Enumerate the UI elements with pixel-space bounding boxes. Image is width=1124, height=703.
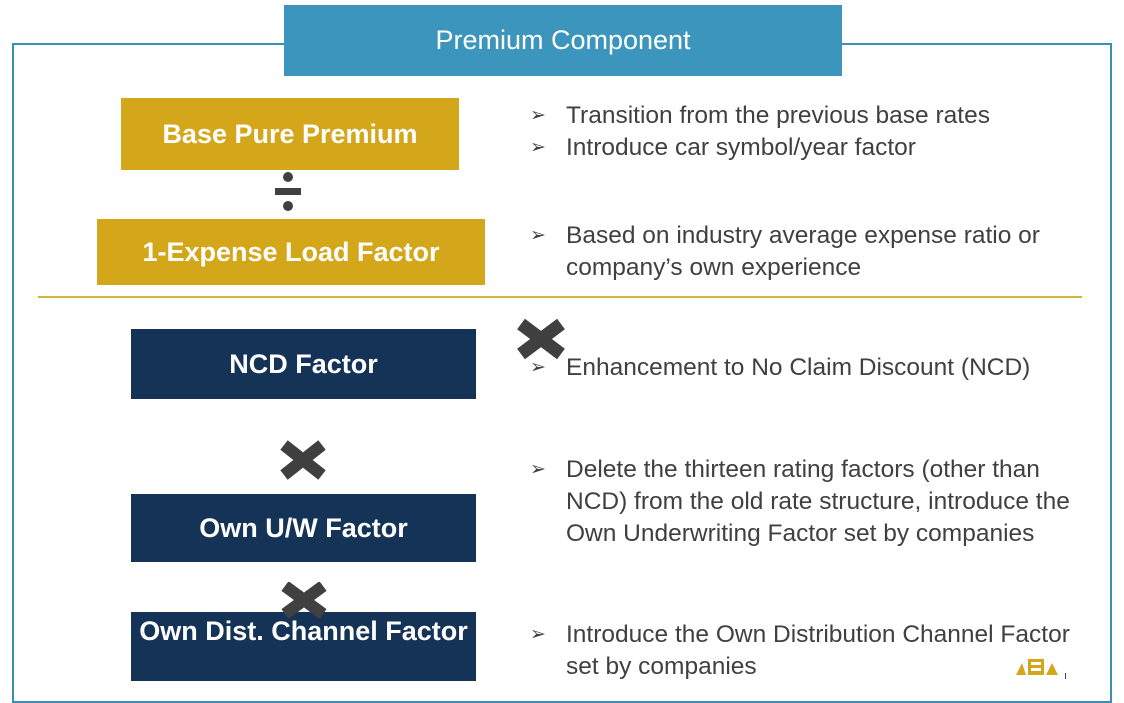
section-divider [38, 296, 1082, 298]
multiply-icon [517, 318, 565, 360]
own-uw-bullet-list: ➢ Delete the thirteen rating factors (oth… [514, 454, 1104, 550]
ncd-factor-box: NCD Factor [131, 329, 476, 399]
expense-load-factor-box: 1-Expense Load Factor [97, 219, 485, 285]
own-dist-channel-factor-box: Own Dist. Channel Factor [131, 612, 476, 681]
ncd-factor-label: NCD Factor [229, 349, 378, 379]
bullet-item: ➢ Introduce car symbol/year factor [514, 132, 1084, 164]
arrow-bullet-icon: ➢ [530, 225, 546, 246]
bullet-item: ➢ Based on industry average expense ratio… [514, 220, 1084, 284]
own-uw-factor-label: Own U/W Factor [199, 513, 408, 543]
arrow-bullet-icon: ➢ [530, 459, 546, 480]
bullet-item: ➢ Enhancement to No Claim Discount (NCD) [514, 352, 1114, 384]
arrow-bullet-icon: ➢ [530, 137, 546, 158]
bullet-text: Enhancement to No Claim Discount (NCD) [566, 354, 1031, 381]
arrow-bullet-icon: ➢ [530, 624, 546, 645]
bullet-text: Transition from the previous base rates [566, 102, 990, 129]
expense-bullet-list: ➢ Based on industry average expense ratio… [514, 220, 1084, 284]
arrow-bullet-icon: ➢ [530, 357, 546, 378]
arrow-bullet-icon: ➢ [530, 105, 546, 126]
bullet-text: Introduce the Own Distribution Channel F… [566, 621, 1070, 680]
multiply-icon [280, 440, 326, 480]
base-pure-premium-box: Base Pure Premium [121, 98, 459, 170]
own-dist-channel-factor-label: Own Dist. Channel Factor [139, 616, 468, 646]
bullet-text: Introduce car symbol/year factor [566, 134, 916, 161]
own-uw-factor-box: Own U/W Factor [131, 494, 476, 562]
bullet-text: Based on industry average expense ratio … [566, 222, 1040, 281]
own-dist-bullet-list: ➢ Introduce the Own Distribution Channel … [514, 619, 1074, 683]
base-bullet-list: ➢ Transition from the previous base rates… [514, 100, 1084, 164]
bullet-item: ➢ Introduce the Own Distribution Channel … [514, 619, 1074, 683]
header-banner: Premium Component [284, 5, 842, 76]
bullet-item: ➢ Delete the thirteen rating factors (oth… [514, 454, 1104, 550]
bullet-text: Delete the thirteen rating factors (othe… [566, 456, 1070, 547]
multiply-icon [281, 582, 327, 618]
bullet-item: ➢ Transition from the previous base rates [514, 100, 1084, 132]
base-pure-premium-label: Base Pure Premium [162, 119, 418, 149]
divide-icon [275, 172, 301, 211]
logo-icon [1016, 659, 1066, 679]
expense-load-factor-label: 1-Expense Load Factor [142, 237, 440, 267]
header-title: Premium Component [435, 25, 691, 55]
ncd-bullet-list: ➢ Enhancement to No Claim Discount (NCD) [514, 352, 1114, 384]
